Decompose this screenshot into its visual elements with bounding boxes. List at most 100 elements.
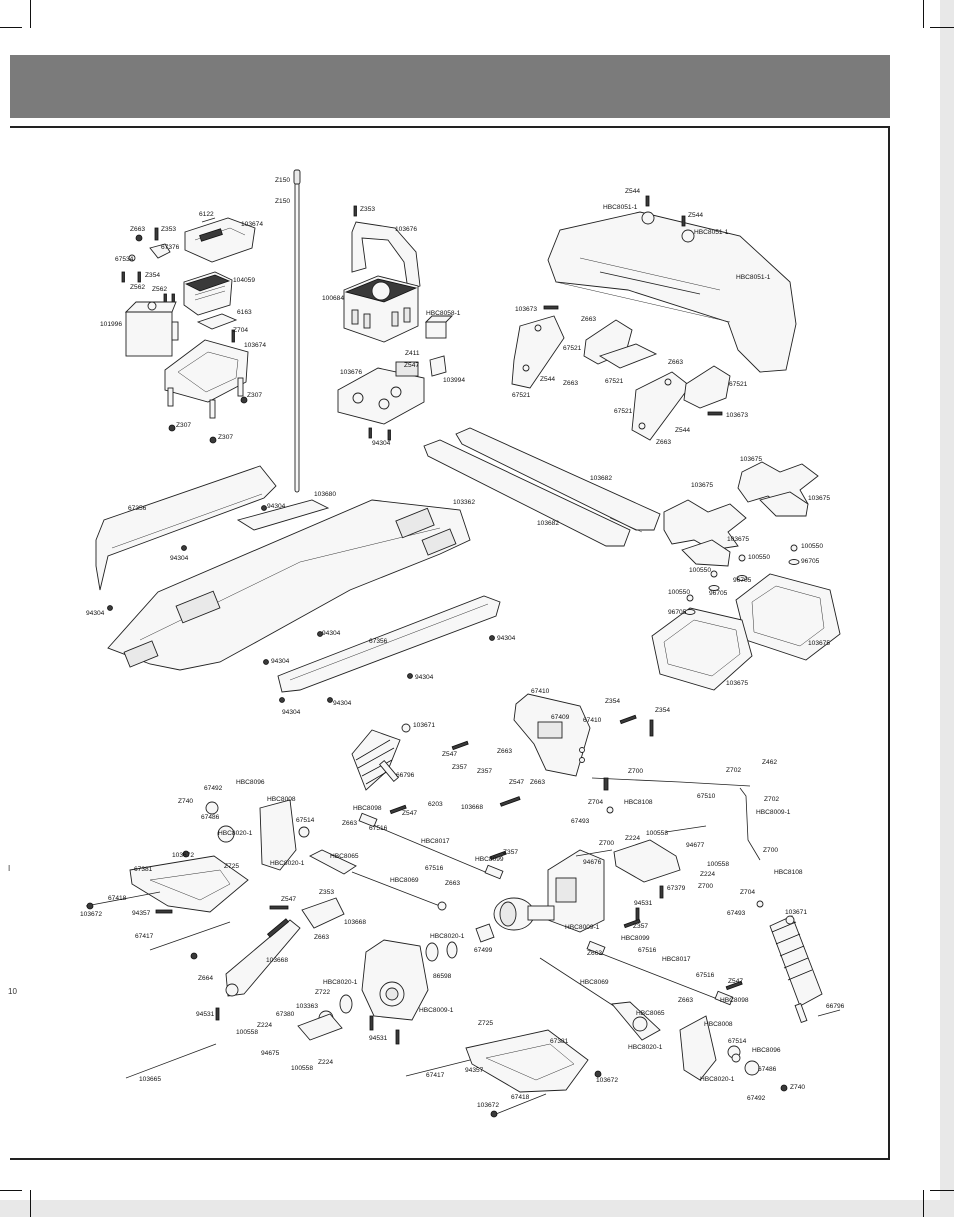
- hub-carrier-right: [679, 1015, 760, 1081]
- part-label: 103680: [314, 491, 337, 498]
- part-label: 67516: [696, 972, 715, 979]
- part-label: HBC8051-1: [736, 274, 771, 281]
- part-label: 103672: [477, 1102, 500, 1109]
- part-label: 67417: [426, 1072, 445, 1079]
- part-label: 86598: [433, 973, 452, 980]
- margin-marker: I: [8, 864, 11, 873]
- part-label: 67521: [729, 381, 748, 388]
- part-label: Z740: [790, 1084, 806, 1091]
- battery-tray-right: [735, 573, 841, 661]
- screw: [240, 396, 248, 404]
- part-label: 67380: [276, 1011, 295, 1018]
- crop-mark: [30, 1190, 31, 1217]
- part-label: Z547: [402, 810, 418, 817]
- part-label: HBC8020-1: [323, 979, 358, 986]
- part-label: HBC8020-1: [628, 1044, 663, 1051]
- part-label: Z663: [563, 380, 579, 387]
- foam-pad: [663, 461, 819, 567]
- part-label: Z562: [130, 284, 146, 291]
- part-label: Z704: [588, 799, 604, 806]
- page-margin-bottom: [0, 1200, 954, 1217]
- wing-upright: [583, 319, 731, 409]
- part-label: Z224: [700, 871, 716, 878]
- esc-unit: [343, 275, 419, 343]
- servo-tape: [196, 313, 238, 330]
- part-label: 67514: [728, 1038, 747, 1045]
- margin-marker: 10: [8, 987, 17, 996]
- side-guard-left: [95, 465, 277, 591]
- part-label: 94304: [271, 658, 290, 665]
- part-label: HBC8098: [720, 997, 749, 1004]
- part-label: Z725: [224, 863, 240, 870]
- part-label: 94304: [333, 700, 352, 707]
- part-label: 66796: [826, 1003, 845, 1010]
- part-label: 67521: [614, 408, 633, 415]
- part-label: Z224: [318, 1059, 334, 1066]
- washers: [684, 544, 800, 615]
- part-label: 103668: [344, 919, 367, 926]
- part-label: Z700: [599, 840, 615, 847]
- part-label: 96705: [733, 577, 752, 584]
- part-label: 103682: [537, 520, 560, 527]
- part-label: Z700: [628, 768, 644, 775]
- part-label: 103682: [590, 475, 613, 482]
- page-margin-right: [940, 0, 954, 1217]
- bracket: [429, 355, 447, 377]
- screws: [86, 505, 788, 1118]
- part-label: 6122: [199, 211, 214, 218]
- part-label: 103668: [266, 957, 289, 964]
- steering-servo: [124, 301, 179, 357]
- part-label: HBC8069: [390, 877, 419, 884]
- part-label: 96705: [709, 590, 728, 597]
- part-label: 103673: [726, 412, 749, 419]
- shock-absorber-front: [351, 723, 411, 791]
- rear-hinge-block: [575, 825, 707, 883]
- part-label: Z411: [405, 350, 420, 357]
- part-label: 67493: [571, 818, 590, 825]
- esc-handle: [351, 205, 421, 291]
- suspension-arm-front: [85, 855, 249, 951]
- part-label: HBC8008: [267, 796, 296, 803]
- part-label: Z354: [605, 698, 621, 705]
- part-label: 94677: [686, 842, 705, 849]
- part-label: 94531: [196, 1011, 215, 1018]
- screw: [707, 411, 723, 416]
- part-label: 67376: [161, 244, 180, 251]
- part-label: 67418: [108, 895, 127, 902]
- part-label: 94304: [267, 503, 286, 510]
- part-label: 103673: [515, 306, 538, 313]
- part-label: 6163: [237, 309, 252, 316]
- diagram-frame: [10, 126, 890, 1160]
- part-label: 103674: [244, 342, 267, 349]
- part-label: Z307: [218, 434, 234, 441]
- hub-carrier-left: [205, 799, 310, 871]
- part-label: HBC8065: [330, 853, 359, 860]
- part-label: 103994: [443, 377, 466, 384]
- part-label: 96705: [801, 558, 820, 565]
- part-label: 67493: [727, 910, 746, 917]
- part-label: Z544: [675, 427, 691, 434]
- part-label: 94304: [86, 610, 105, 617]
- part-label: 103675: [808, 495, 831, 502]
- part-label: Z547: [281, 896, 297, 903]
- part-label: 94304: [170, 555, 189, 562]
- part-label: 94357: [465, 1067, 484, 1074]
- part-label: 67516: [638, 947, 657, 954]
- wing-mount-right: [631, 371, 691, 441]
- part-label: Z353: [319, 889, 335, 896]
- part-label: 67410: [531, 688, 550, 695]
- part-label: Z704: [233, 327, 249, 334]
- part-label: 94676: [583, 859, 602, 866]
- part-label: 103675: [691, 482, 714, 489]
- part-label: HBC8108: [774, 869, 803, 876]
- side-guard-right: [277, 595, 501, 693]
- part-label: Z663: [587, 950, 603, 957]
- part-label: Z547: [442, 751, 458, 758]
- part-label: 104059: [233, 277, 256, 284]
- part-label: Z462: [762, 759, 778, 766]
- part-label: 67492: [204, 785, 223, 792]
- part-label: 67486: [758, 1066, 777, 1073]
- crop-mark: [0, 1190, 22, 1191]
- turnbuckle-left: [358, 812, 504, 880]
